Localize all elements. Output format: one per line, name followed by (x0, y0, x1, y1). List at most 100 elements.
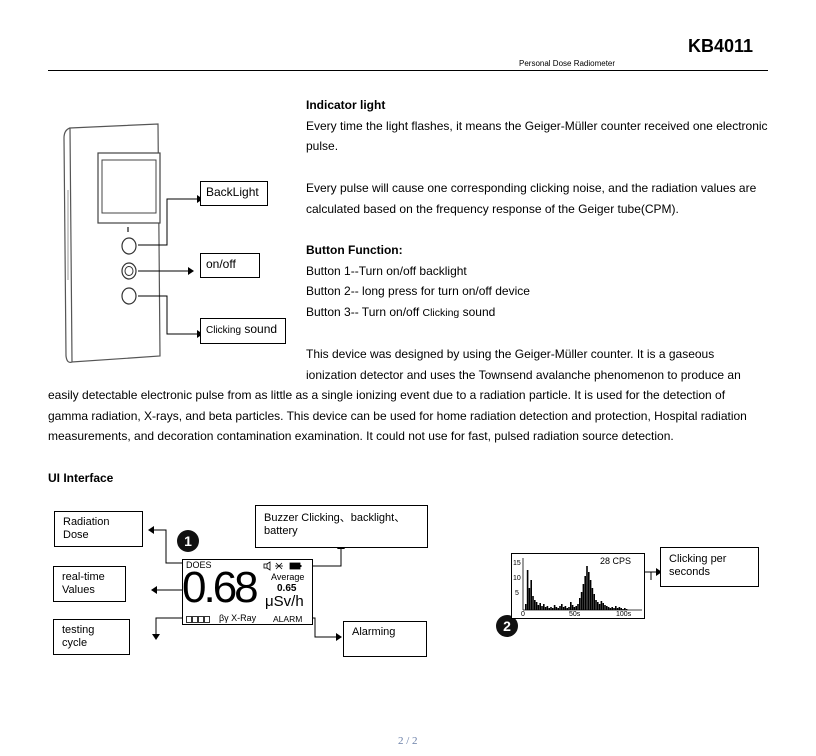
lcd-particles: βγ X-Ray (219, 613, 257, 623)
indicator-line: calculated based on the frequency respon… (306, 201, 679, 216)
backlight-label: BackLight (200, 181, 268, 206)
histogram-bar (539, 603, 541, 610)
histogram-bar (566, 608, 568, 610)
cps-histogram (522, 558, 642, 611)
histogram-bar (544, 607, 547, 610)
histogram-bar (561, 604, 563, 610)
histogram-bar (624, 608, 626, 610)
callout-badge-2: 2 (496, 615, 518, 637)
histogram-bar (602, 603, 604, 610)
backlight-icon (275, 562, 283, 570)
ui-interface-heading: UI Interface (48, 471, 114, 485)
indicator-heading: Indicator light (306, 98, 386, 112)
document-subtitle: Personal Dose Radiometer (519, 59, 616, 68)
histogram-bar (609, 608, 612, 610)
battery-icon (289, 562, 302, 570)
histogram-bar (616, 608, 619, 610)
histogram-bar (620, 608, 622, 610)
histogram-bar (588, 572, 590, 610)
histogram-bar (615, 606, 617, 610)
buzzer-backlight-battery-box: Buzzer Clicking、backlight、battery (255, 505, 428, 548)
histogram-bar (550, 607, 552, 610)
histogram-bar (537, 605, 540, 610)
y-tick: 5 (515, 590, 519, 597)
histogram-bar (595, 600, 597, 610)
button-desc: Button 3-- Turn on/off Clicking sound (306, 305, 496, 319)
button-desc: Button 2-- long press for turn on/off de… (306, 284, 530, 299)
histogram-bar (573, 607, 576, 610)
histogram-bar (559, 606, 561, 610)
lcd-unit: μSv/h (265, 593, 304, 610)
histogram-bar (575, 606, 577, 610)
description-line: measurements, and decoration contaminati… (48, 429, 674, 444)
histogram-bar (555, 607, 558, 610)
histogram-bar (526, 570, 529, 610)
device-illustration (63, 123, 203, 363)
alarming-box: Alarming (343, 621, 427, 657)
histogram-bar (582, 584, 585, 610)
lcd-alarm: ALARM (273, 614, 303, 624)
histogram-bar (606, 606, 608, 610)
lcd-average-value: 0.65 (277, 583, 297, 594)
histogram-bar (570, 602, 572, 610)
histogram-bar (534, 600, 536, 610)
histogram-bar (604, 605, 606, 610)
histogram-bar (580, 592, 583, 610)
histogram-bar (584, 576, 586, 610)
lcd-cps-value: 28 CPS (600, 556, 632, 566)
lcd-big-value: 0.68 (182, 563, 259, 612)
histogram-bar (618, 607, 621, 610)
x-tick: 50s (569, 611, 581, 618)
histogram-bar (593, 594, 595, 610)
speaker-icon (263, 561, 271, 571)
histogram-bar (625, 609, 628, 610)
description-continued: easily detectable electronic pulse from … (48, 385, 778, 447)
y-tick: 10 (513, 575, 521, 582)
histogram-bar (597, 602, 599, 610)
histogram-bar (528, 588, 531, 610)
cycle-indicator (186, 616, 210, 623)
histogram-bar (613, 608, 615, 610)
y-tick: 15 (513, 560, 521, 567)
histogram-bar (571, 605, 574, 610)
histogram-bar (591, 588, 594, 610)
histogram-bar (532, 596, 534, 610)
indicator-line: pulse. (306, 139, 339, 154)
histogram-bars (525, 566, 628, 610)
histogram-bar (557, 608, 559, 610)
histogram-bar (535, 602, 538, 610)
histogram-bar (541, 606, 543, 610)
histogram-bar (543, 604, 545, 610)
button-function-heading: Button Function: (306, 242, 403, 257)
description-line: This device was designed by using the Ge… (306, 347, 715, 362)
page-number: 2 / 2 (398, 735, 418, 747)
histogram-bar (577, 604, 579, 610)
lcd-average-label: Average (271, 572, 305, 582)
description-line: gamma radiation, X-rays, and beta partic… (48, 408, 747, 423)
histogram-bar (568, 607, 570, 610)
histogram-bar (552, 608, 554, 610)
onoff-label: on/off (200, 253, 260, 278)
histogram-bar (611, 607, 613, 610)
histogram-bar (579, 598, 581, 610)
status-icons (263, 561, 302, 571)
lcd-mode-label: DOES (186, 560, 212, 570)
histogram-bar (589, 580, 592, 610)
lcd-screen-cps: 28 CPS 15 10 5 0 50s 100s (511, 553, 645, 619)
histogram-bar (598, 604, 601, 610)
histogram-bar (622, 609, 624, 610)
histogram-bar (553, 605, 556, 610)
lcd-screen-dose: DOES 0.68 Average 0.65 μSv/h βγ X-Ray AL… (182, 559, 313, 625)
header-rule (48, 70, 768, 71)
description-line: easily detectable electronic pulse from … (48, 388, 726, 402)
model-number: KB4011 (688, 36, 754, 56)
histogram-bar (564, 606, 567, 610)
histogram-bar (607, 607, 610, 610)
button-desc: Button 1--Turn on/off backlight (306, 263, 467, 278)
x-tick: 0 (521, 611, 525, 618)
indicator-section: Indicator light Every time the light fla… (306, 95, 776, 386)
